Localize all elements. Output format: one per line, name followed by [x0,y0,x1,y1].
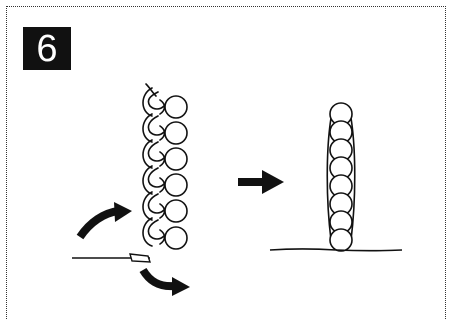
bead [164,147,188,171]
step-number: 6 [36,27,58,70]
bead [329,228,353,252]
thread-tail-left [129,253,151,263]
right-arrow-icon [238,170,284,194]
bead [164,199,188,223]
thread-inner-ties [159,99,166,245]
bead [164,173,188,197]
beaded-strip-before [142,83,166,247]
curved-arrow-up-icon [76,202,132,240]
step-number-badge: 6 [23,27,71,70]
thread-outer-loops [142,87,153,247]
curved-arrow-down-icon [139,267,190,296]
beads-before [164,95,188,250]
thread-base-right [269,248,403,252]
bead [164,121,188,145]
thread-end-top [145,83,157,97]
instruction-frame [6,6,446,319]
bead [164,226,188,250]
bead [164,95,188,119]
beaded-column-after [326,102,356,252]
thread-loops [147,91,165,240]
